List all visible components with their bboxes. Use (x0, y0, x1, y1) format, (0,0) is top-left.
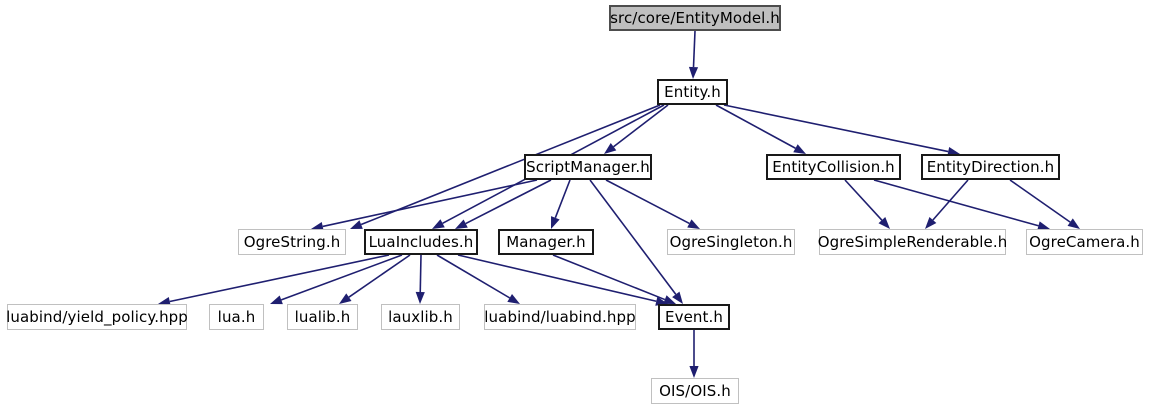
edge-entitydirection-to-ogresimplerenderable (925, 179, 969, 229)
graph-node-oisois[interactable]: OIS/OIS.h (651, 378, 739, 404)
edge-entitymodel-to-entity (688, 30, 699, 79)
edge-line (605, 179, 690, 225)
graph-node-entitymodel[interactable]: src/core/EntityModel.h (609, 5, 781, 31)
edge-event-to-oisois (689, 330, 699, 378)
edge-line (322, 179, 538, 228)
edge-line (613, 104, 669, 148)
graph-node-ogrestring[interactable]: OgreString.h (238, 229, 346, 255)
edge-line (844, 179, 883, 221)
graph-node-yieldpolicy[interactable]: luabind/yield_policy.hpp (6, 304, 188, 330)
graph-node-label: OgreString.h (243, 232, 341, 251)
graph-node-ogrecamera[interactable]: OgreCamera.h (1026, 229, 1143, 255)
edge-arrowhead-icon (432, 219, 445, 229)
edge-arrowhead-icon (793, 144, 806, 154)
edge-entity-to-scriptmanager (604, 104, 669, 154)
edge-luaincludes-to-luah (270, 254, 403, 305)
graph-node-scriptmanager[interactable]: ScriptManager.h (524, 154, 652, 180)
edge-line (465, 179, 552, 225)
edge-entity-to-entitycollision (715, 104, 806, 154)
graph-node-label: Entity.h (664, 82, 721, 101)
edge-entity-to-entitydirection (723, 104, 960, 157)
graph-node-label: lua.h (217, 307, 256, 326)
edge-line (280, 254, 403, 301)
edge-arrowhead-icon (1067, 218, 1080, 229)
edge-arrowhead-icon (604, 143, 617, 154)
graph-node-label: lualib.h (294, 307, 351, 326)
edge-arrowhead-icon (672, 291, 683, 304)
graph-node-label: src/core/EntityModel.h (610, 8, 780, 27)
graph-node-label: OIS/OIS.h (659, 381, 731, 400)
graph-node-luaincludes[interactable]: LuaIncludes.h (364, 229, 478, 255)
edge-line (169, 254, 390, 303)
edge-luaincludes-to-lauxlib (415, 254, 425, 304)
graph-node-label: OgreSimpleRenderable.h (817, 232, 1008, 251)
graph-node-label: luabind/luabind.hpp (484, 307, 636, 326)
graph-node-label: ScriptManager.h (526, 157, 650, 176)
edge-arrowhead-icon (270, 295, 283, 305)
edge-line (457, 254, 657, 303)
edge-scriptmanager-to-ogrestring (311, 179, 538, 231)
edge-line (873, 179, 1039, 227)
edge-scriptmanager-to-luaincludes (455, 179, 552, 229)
graph-node-lauxlib[interactable]: lauxlib.h (381, 304, 460, 330)
edge-arrowhead-icon (339, 293, 352, 304)
edge-arrowhead-icon (689, 366, 699, 378)
edge-arrowhead-icon (551, 216, 560, 229)
graph-node-label: EntityDirection.h (926, 157, 1055, 176)
edge-arrowhead-icon (925, 216, 937, 229)
edge-line (723, 104, 949, 153)
edge-manager-to-event (552, 254, 676, 304)
edge-entitycollision-to-ogrecamera (873, 179, 1050, 231)
graph-node-ogresingleton[interactable]: OgreSingleton.h (667, 229, 795, 255)
edge-arrowhead-icon (507, 293, 520, 304)
edge-arrowhead-icon (687, 219, 700, 229)
graph-node-label: luabind/yield_policy.hpp (6, 307, 188, 326)
edge-scriptmanager-to-ogresingleton (605, 179, 700, 229)
graph-node-lualib[interactable]: lualib.h (287, 304, 358, 330)
edge-line (692, 30, 696, 68)
graph-node-entitycollision[interactable]: EntityCollision.h (766, 154, 901, 180)
graph-node-luabindhpp[interactable]: luabind/luabind.hpp (484, 304, 636, 330)
edge-luaincludes-to-luabindhpp (436, 254, 520, 304)
graph-node-entitydirection[interactable]: EntityDirection.h (921, 154, 1060, 180)
edge-arrowhead-icon (688, 66, 699, 79)
edge-line (348, 254, 411, 298)
graph-node-label: EntityCollision.h (772, 157, 895, 176)
graph-node-entity[interactable]: Entity.h (657, 79, 728, 105)
graph-node-label: Manager.h (506, 232, 586, 251)
edge-scriptmanager-to-manager (551, 179, 571, 229)
edge-arrowhead-icon (350, 220, 363, 229)
edge-luaincludes-to-lualib (339, 254, 411, 304)
edge-arrowhead-icon (415, 291, 425, 304)
edge-line (436, 254, 511, 299)
graph-node-ogresimplerenderable[interactable]: OgreSimpleRenderable.h (818, 229, 1007, 255)
edge-line (552, 254, 666, 301)
edge-luaincludes-to-yieldpolicy (158, 254, 390, 307)
edge-line (419, 254, 422, 293)
graph-node-label: OgreSingleton.h (669, 232, 793, 251)
graph-node-event[interactable]: Event.h (658, 304, 730, 330)
edge-luaincludes-to-event (457, 254, 668, 306)
graph-node-manager[interactable]: Manager.h (498, 229, 594, 255)
edge-line (932, 179, 969, 221)
graph-node-label: lauxlib.h (388, 307, 453, 326)
edge-arrowhead-icon (878, 217, 890, 229)
edge-arrowhead-icon (663, 295, 676, 304)
edge-arrowhead-icon (455, 219, 468, 229)
graph-node-label: Event.h (665, 307, 723, 326)
edge-line (554, 179, 571, 219)
edge-line (715, 104, 796, 149)
edge-line (1009, 179, 1071, 223)
edge-entitydirection-to-ogrecamera (1009, 179, 1080, 229)
graph-node-label: OgreCamera.h (1029, 232, 1140, 251)
graph-node-label: LuaIncludes.h (368, 232, 474, 251)
graph-node-luah[interactable]: lua.h (209, 304, 264, 330)
edge-entitycollision-to-ogresimplerenderable (844, 179, 890, 229)
